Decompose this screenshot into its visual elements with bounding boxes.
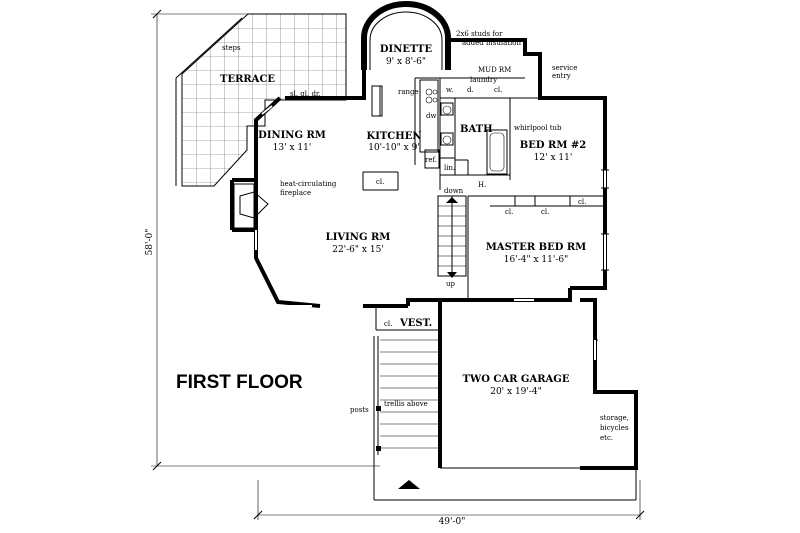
dinette-name: DINETTE: [380, 44, 433, 55]
service-entry-line-1: service: [552, 64, 577, 72]
master-closet-1-label: cl.: [505, 208, 513, 216]
storage-line-2: bicycles: [600, 424, 629, 432]
width-dimension-line: [253, 480, 645, 520]
vest-closet-label: cl.: [384, 320, 392, 328]
master-closet-2-label: cl.: [541, 208, 549, 216]
refrigerator-label: ref.: [425, 156, 437, 164]
storage-line-1: storage,: [600, 414, 629, 422]
height-dimension: 58'-0": [145, 229, 155, 256]
up-label: up: [446, 280, 456, 288]
bed2-name: BED RM #2: [520, 140, 586, 151]
living-size: 22'-6" x 15': [332, 245, 384, 255]
posts-label: posts: [350, 406, 369, 414]
entry-arrow-icon: [398, 480, 420, 489]
interior-walls: [362, 77, 605, 331]
down-label: down: [444, 187, 464, 195]
storage-line-3: etc.: [600, 434, 613, 442]
linen-label: lin.: [444, 164, 455, 172]
stair-treads: [438, 205, 466, 267]
master-size: 16'-4" x 11'-6": [504, 255, 568, 265]
mud-closet-label: cl.: [494, 86, 502, 94]
bath-fixtures: [486, 129, 508, 175]
mud-room-name: MUD RM: [478, 66, 511, 74]
kitchen-closet-label: cl.: [376, 178, 384, 186]
fireplace-line-1: heat-circulating: [280, 180, 337, 188]
dining-name: DINING RM: [258, 130, 326, 141]
dining-size: 13' x 11': [273, 143, 312, 153]
bed2-size: 12' x 11': [534, 153, 573, 163]
range-label: range: [398, 88, 419, 96]
plan-title: FIRST FLOOR: [176, 372, 303, 393]
kitchen-counters: [419, 79, 454, 169]
hall-label: H.: [478, 181, 486, 189]
stair: [437, 195, 467, 278]
garage-size: 20' x 19'-4": [490, 387, 542, 397]
vest-label: VEST.: [399, 318, 432, 329]
terrace-label: TERRACE: [220, 74, 275, 85]
dryer-label: d.: [467, 86, 474, 94]
mud-room-sub: laundry: [470, 76, 497, 84]
garage-name: TWO CAR GARAGE: [463, 374, 570, 385]
height-dimension-line: [151, 9, 380, 471]
exterior-walls: [230, 38, 607, 308]
trellis-label: trellis above: [384, 400, 428, 408]
dinette-bay: [361, 1, 451, 70]
width-dimension: 49'-0": [439, 517, 466, 527]
bath-label: BATH: [460, 124, 493, 135]
studs-note-line-2: added insulation: [462, 39, 522, 47]
kitchen-size: 10'-10" x 9': [368, 143, 420, 153]
studs-note-line-1: 2x6 studs for: [456, 30, 503, 38]
terrace: [175, 13, 347, 187]
washer-label: w.: [446, 86, 453, 94]
kitchen-name: KITCHEN: [367, 131, 422, 142]
fireplace-line-2: fireplace: [280, 189, 311, 197]
dinette-size: 9' x 8'-6": [386, 57, 426, 67]
fireplace: [233, 183, 269, 229]
steps-label: steps: [222, 44, 241, 52]
front-steps: [373, 336, 637, 501]
service-entry-line-2: entry: [552, 72, 571, 80]
sliding-glass-door-label: sl. gl. dr.: [290, 90, 321, 98]
dishwasher-label: dw: [426, 112, 436, 120]
living-name: LIVING RM: [326, 232, 391, 243]
whirlpool-label: whirlpool tub: [514, 124, 562, 132]
bed2-closet-label: cl.: [578, 198, 586, 206]
windows: [255, 105, 609, 360]
master-name: MASTER BED RM: [486, 242, 587, 253]
